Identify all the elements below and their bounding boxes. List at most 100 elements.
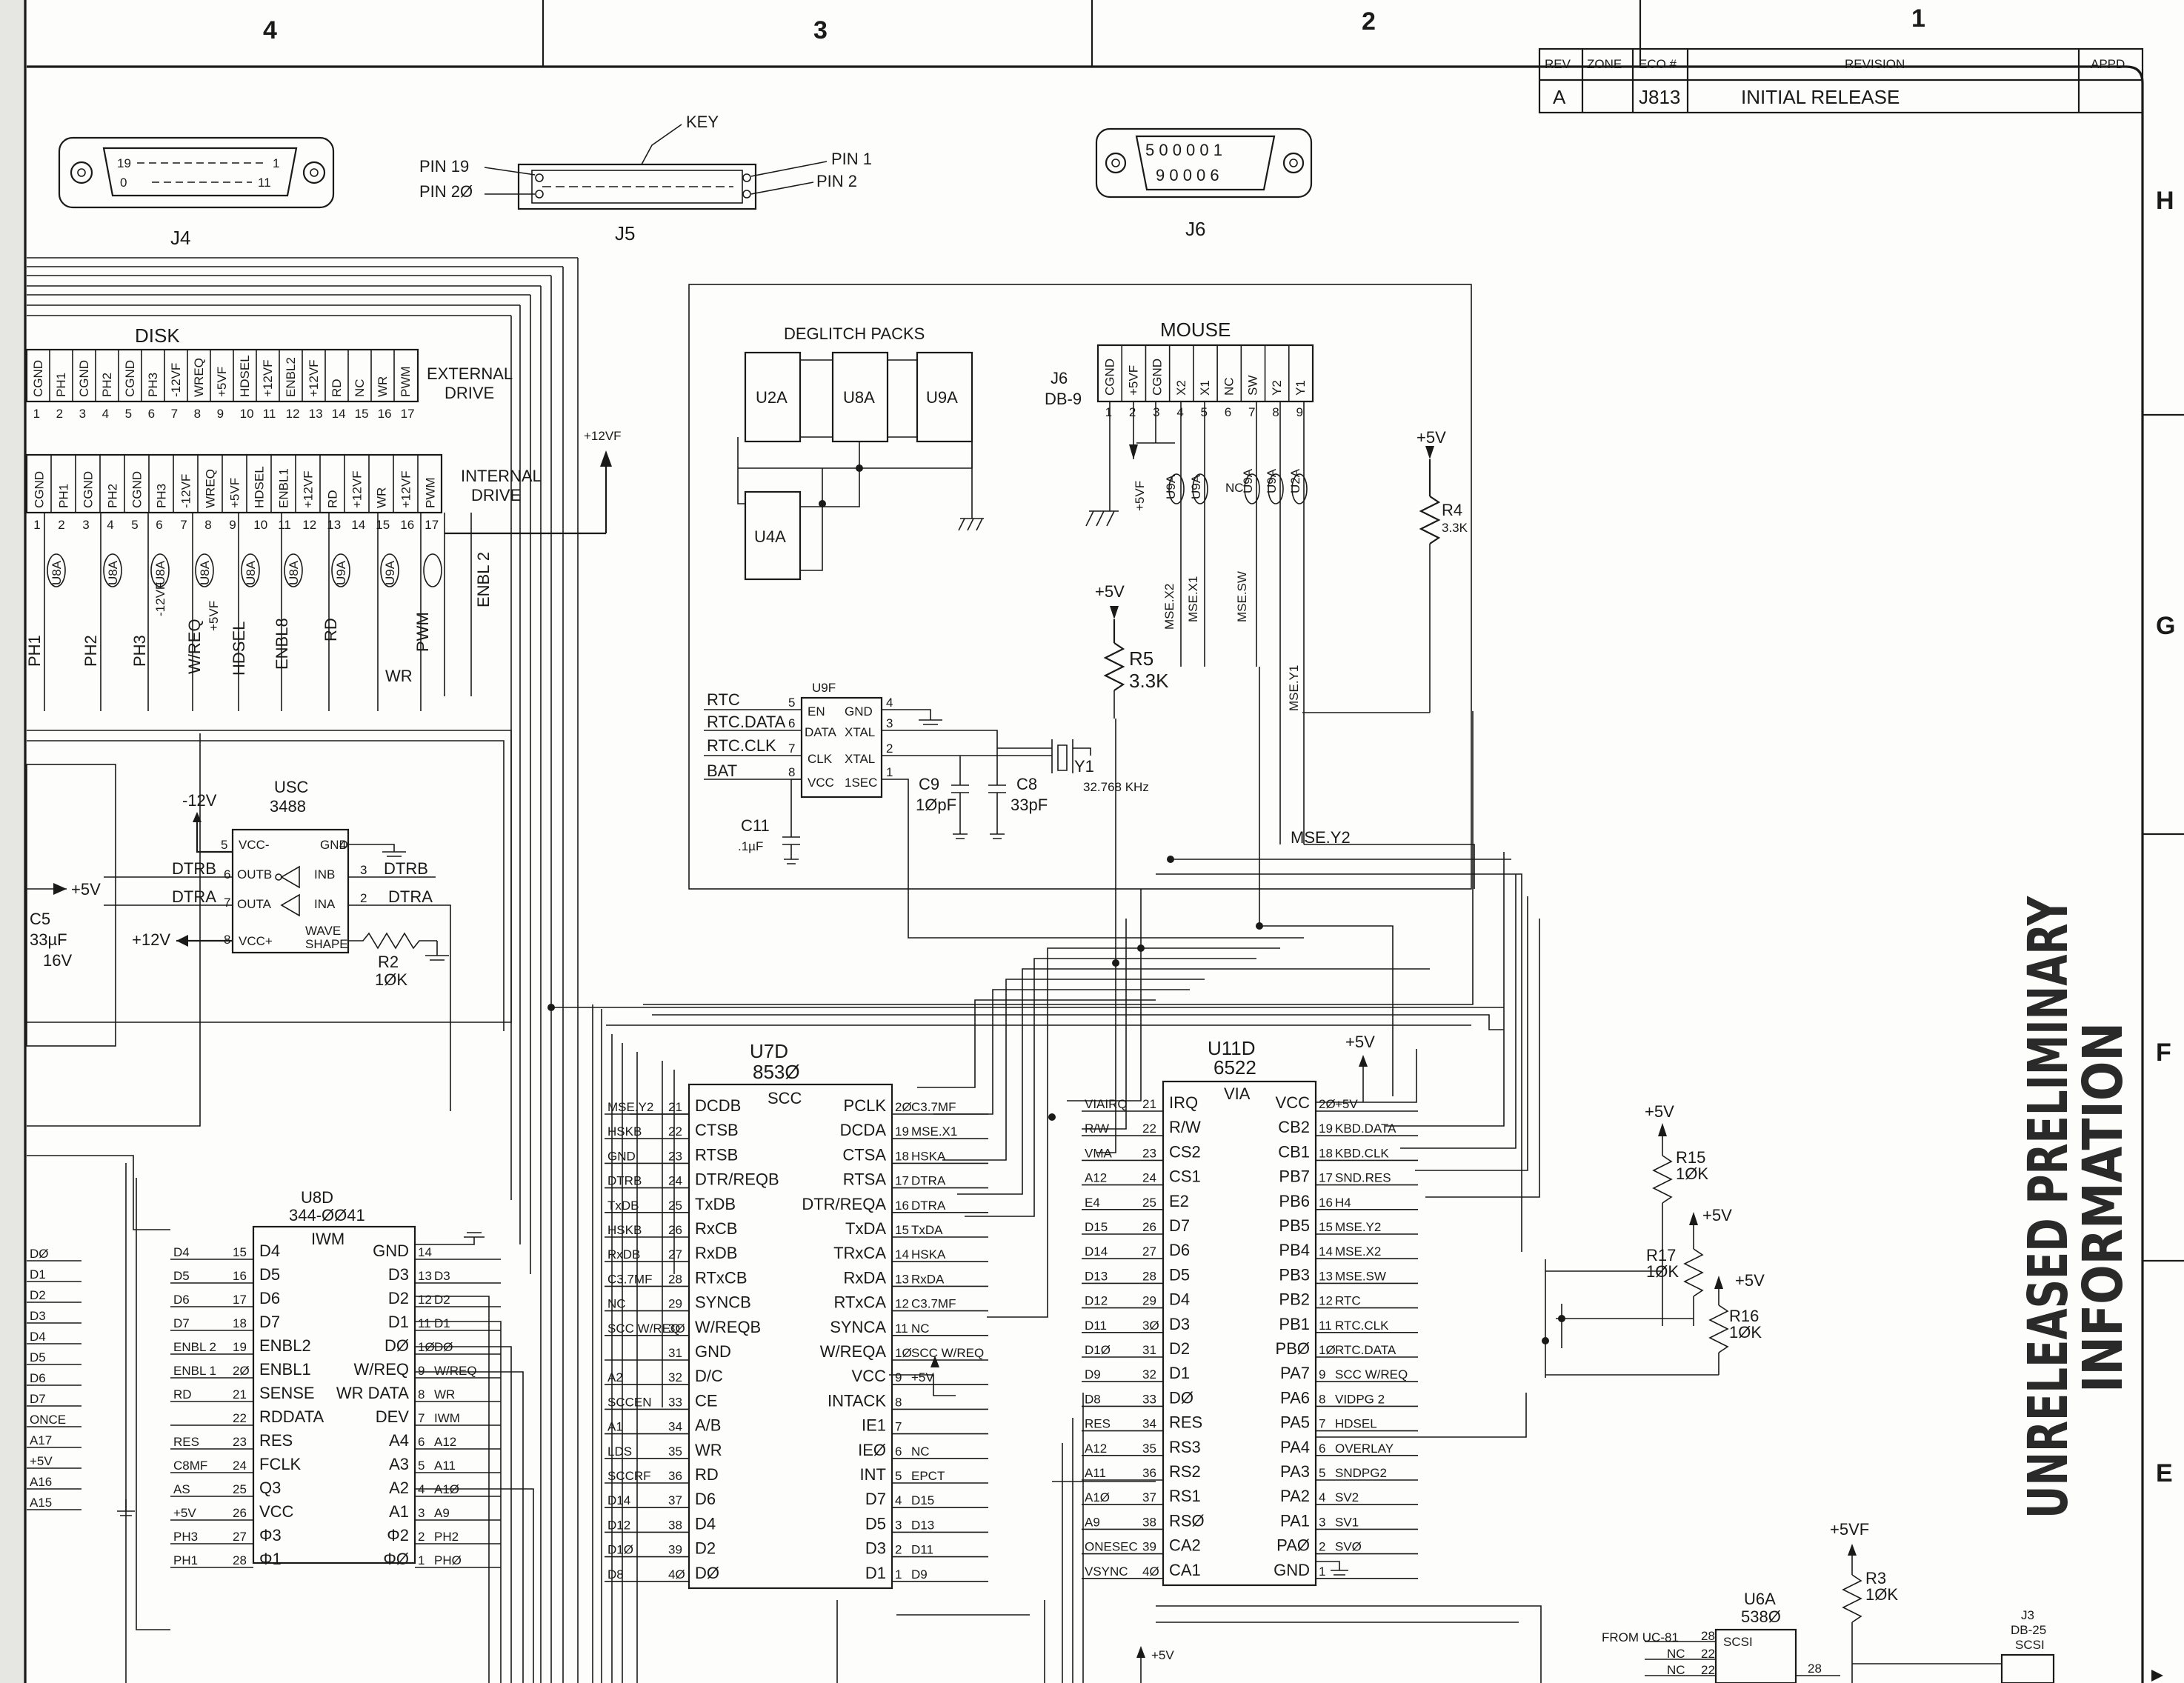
ground-symbol	[117, 1499, 135, 1516]
via-pins-right-net: SND.RES	[1335, 1171, 1391, 1185]
via-pins-left-pin: D5	[1169, 1265, 1190, 1284]
r17-ref: R17	[1646, 1246, 1676, 1264]
scc-pins-right-net: SCC W/REQ	[911, 1346, 984, 1360]
scc-pins-left-pin: DØ	[695, 1564, 719, 1582]
iwm-chip: U8D 344-ØØ41 IWM D415D4D516D5D617D6D718D…	[170, 1188, 501, 1568]
scc-pins-left-pin: CTSB	[695, 1121, 739, 1139]
scc-pins-left-num: 3Ø	[668, 1322, 685, 1336]
via-pins-right-pin: GND	[1274, 1561, 1310, 1579]
int-pin-number: 7	[180, 518, 187, 532]
disk-net-rd: RD	[322, 618, 340, 641]
rtc-pin-gnd: GND	[845, 704, 873, 719]
via-pins-left-pin: IRQ	[1169, 1093, 1198, 1112]
supply-12vf: +12VF	[445, 429, 622, 535]
via-pins-left-pin: D3	[1169, 1315, 1190, 1333]
svg-text:22: 22	[1701, 1647, 1715, 1661]
wire	[652, 1014, 1504, 1030]
disk-net-ph2: PH2	[81, 635, 100, 667]
r17-rail: +5V	[1702, 1206, 1732, 1224]
scc-pins-right-net: HSKA	[911, 1247, 946, 1262]
via-pins-right-net: MSE.Y2	[1335, 1220, 1381, 1234]
rev-value: A	[1553, 86, 1566, 108]
via-pins-right-num: 7	[1319, 1417, 1325, 1431]
iwm-pins-right-net: DØ	[434, 1340, 453, 1354]
via-pins-left-pin: D7	[1169, 1216, 1190, 1235]
iwm-pins-right-pin: A3	[389, 1455, 409, 1473]
int-pin-number: 5	[131, 518, 138, 532]
scc-pins-right-pin: PCLK	[844, 1096, 887, 1115]
scc-pins-left-num: 28	[668, 1272, 682, 1286]
svg-text:22: 22	[1701, 1663, 1715, 1677]
int-pin-number: 14	[351, 518, 365, 532]
via-pins-left-net: D8	[1085, 1392, 1101, 1406]
scc-pins-left-net: GND	[607, 1149, 636, 1163]
via-pins-right-num: 12	[1319, 1294, 1333, 1308]
via-pins-left-net: D13	[1085, 1269, 1108, 1283]
svg-text:INB: INB	[314, 867, 335, 882]
scc-pins-left-pin: D/C	[695, 1367, 723, 1385]
via-pins-left-net: D1Ø	[1085, 1343, 1111, 1357]
mouse-pin-number: 2	[1129, 405, 1136, 419]
scc-pins-left-net: SCC W/REQ	[607, 1322, 680, 1336]
scc-pins-right-num: 19	[895, 1124, 909, 1139]
via-pins-left-pin: D2	[1169, 1339, 1190, 1358]
j3-name: SCSI	[2015, 1638, 2045, 1652]
iwm-pins-right-num: 1Ø	[418, 1340, 435, 1354]
r15-rail: +5V	[1645, 1102, 1674, 1121]
via-pins-left-num: 39	[1142, 1540, 1156, 1554]
iwm-pins-right-net: PH2	[434, 1530, 459, 1544]
ext-pin-label: NC	[353, 379, 367, 397]
ext-pin-label: PWM	[399, 366, 413, 397]
via-pins-right-pin: PA1	[1280, 1511, 1310, 1530]
svg-text:1: 1	[886, 765, 893, 779]
c11-value: .1µF	[738, 839, 763, 853]
ext-pin-label: -12VF	[169, 363, 183, 397]
wire	[136, 1178, 170, 1630]
ext-pin-number: 13	[309, 407, 323, 421]
mouse-net-x1: MSE.X1	[1186, 576, 1200, 622]
via-pins-right-num: 2	[1319, 1540, 1325, 1554]
ext-pin-label: +5VF	[215, 367, 229, 397]
svg-text:8: 8	[224, 933, 230, 947]
ext-pin-number: 4	[102, 407, 109, 421]
scc-pins-left-num: 27	[668, 1247, 682, 1262]
scsi-net: SCSI	[1723, 1635, 1753, 1649]
via-pins-left-num: 4Ø	[1142, 1564, 1159, 1579]
via-pins-left-num: 26	[1142, 1220, 1156, 1234]
int-pin-label: ENBL1	[276, 468, 290, 508]
scc-pins-right-num: 8	[895, 1395, 902, 1409]
scc-pins-left-net: TxDB	[607, 1199, 639, 1213]
rtc-net-clk: RTC.CLK	[707, 736, 776, 755]
via-pins-right-pin: PA4	[1280, 1438, 1310, 1456]
left-edge-net: A15	[30, 1496, 52, 1510]
via-pins-left-net: D12	[1085, 1294, 1108, 1308]
disk-net-wreq: W/REQ	[185, 619, 204, 674]
scc-pins-right-pin: RTSA	[843, 1170, 887, 1189]
left-edge-net: +5V	[30, 1454, 53, 1468]
scc-pins-left-num: 35	[668, 1444, 682, 1459]
iwm-pins-left-pin: Φ3	[259, 1526, 282, 1544]
iwm-pins-right-net: W/REQ	[434, 1364, 477, 1378]
rev-header-eco: ECO #	[1639, 57, 1677, 71]
scc-pins-left-pin: DCDB	[695, 1096, 741, 1115]
scc-pins-left-pin: RxDB	[695, 1244, 737, 1262]
via-pins-left-pin: RS3	[1169, 1438, 1201, 1456]
via-pins-right-num: 11	[1319, 1319, 1332, 1333]
scc-pins-left-pin: RTSB	[695, 1145, 738, 1164]
usc-ref: USC	[274, 778, 309, 796]
pullup-resistors: +5V R15 1ØK +5V R17 1ØK +5V R16 1ØK	[1542, 1102, 1765, 1378]
zone-col-2: 2	[1362, 7, 1376, 36]
mouse-net-drops	[1168, 401, 1308, 844]
r5-ref: R5	[1129, 647, 1153, 670]
via-pins-right-pin: CB1	[1278, 1142, 1310, 1161]
mouse-pin-label: Y2	[1270, 380, 1284, 396]
scc-pins-right-net: DTRA	[911, 1199, 946, 1213]
scc-pins-right-num: 16	[895, 1199, 909, 1213]
ext-pin-number: 16	[378, 407, 392, 421]
via-pins-right-num: 17	[1319, 1171, 1333, 1185]
junction-dot	[1167, 856, 1174, 863]
via-pins-left-net: VMA	[1085, 1146, 1113, 1160]
via-pins-left-net: VSYNC	[1085, 1564, 1128, 1579]
scc-pins-right-num: 2	[895, 1543, 902, 1557]
